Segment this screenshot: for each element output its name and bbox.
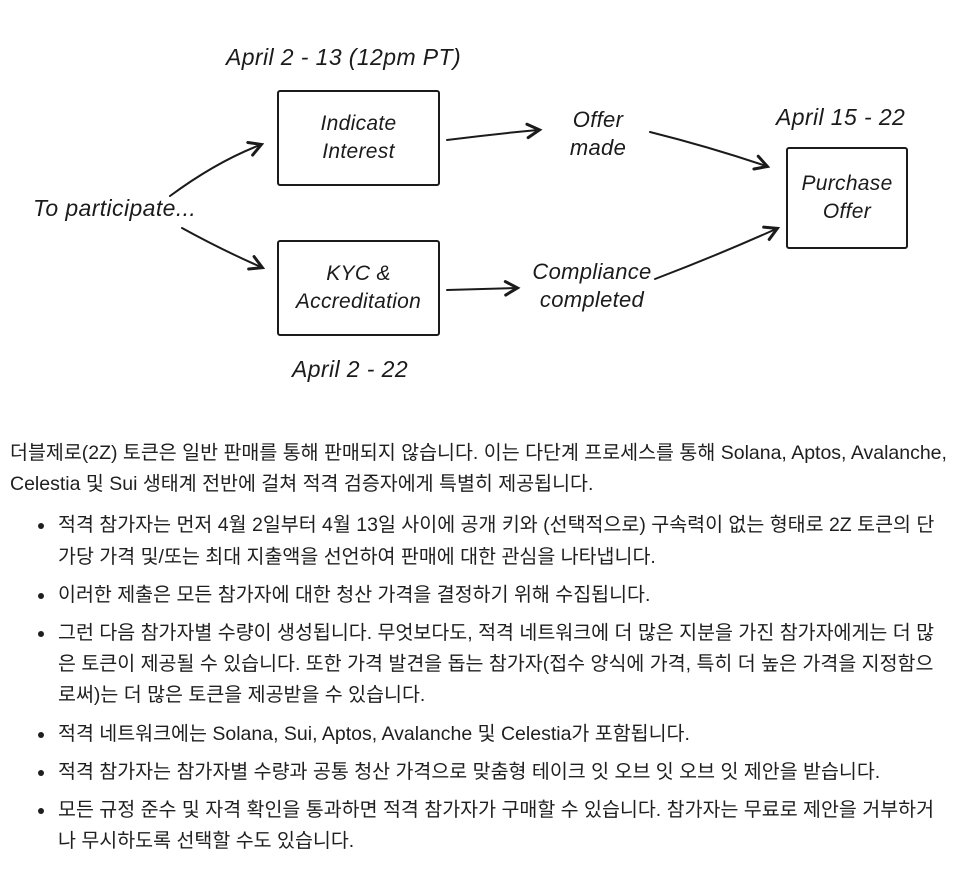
offer-made-line1: Offer	[572, 107, 624, 132]
bullet-item: 모든 규정 준수 및 자격 확인을 통과하면 적격 참가자가 구매할 수 있습니…	[56, 795, 948, 857]
bullet-list: 적격 참가자는 먼저 4월 2일부터 4월 13일 사이에 공개 키와 (선택적…	[10, 510, 948, 857]
label-to-participate: To participate...	[33, 195, 197, 221]
kyc-label-line2: Accreditation	[295, 290, 422, 313]
kyc-label-line1: KYC &	[326, 261, 391, 285]
purchase-offer-box: Purchase Offer	[786, 147, 908, 249]
purchase-offer-label-line2: Offer	[822, 200, 872, 223]
indicate-interest-label-line1: Indicate	[320, 111, 397, 135]
flow-diagram: April 2 - 13 (12pm PT) To participate...…	[0, 0, 962, 412]
flow-arrows	[169, 0, 962, 412]
label-kyc-window: April 2 - 22	[292, 356, 409, 382]
compliance-line1: Compliance	[532, 259, 652, 284]
indicate-interest-label-line2: Interest	[322, 140, 395, 163]
label-purchase-window: April 15 - 22	[776, 104, 906, 130]
bullet-item: 적격 참가자는 참가자별 수량과 공통 청산 가격으로 맞춤형 테이크 잇 오브…	[56, 757, 948, 788]
label-indicate-window: April 2 - 13 (12pm PT)	[226, 44, 462, 70]
compliance-line2: completed	[539, 286, 645, 312]
offer-made-text: Offer made	[548, 106, 648, 161]
indicate-interest-box: Indicate Interest	[277, 90, 440, 186]
offer-made-line2: made	[569, 134, 627, 160]
bullet-item: 적격 네트워크에는 Solana, Sui, Aptos, Avalanche …	[56, 719, 948, 750]
purchase-offer-label-line1: Purchase	[801, 171, 893, 195]
bullet-item: 적격 참가자는 먼저 4월 2일부터 4월 13일 사이에 공개 키와 (선택적…	[56, 510, 948, 572]
intro-paragraph: 더블제로(2Z) 토큰은 일반 판매를 통해 판매되지 않습니다. 이는 다단계…	[10, 442, 947, 496]
body-text: 더블제로(2Z) 토큰은 일반 판매를 통해 판매되지 않습니다. 이는 다단계…	[0, 412, 962, 857]
bullet-item: 그런 다음 참가자별 수량이 생성됩니다. 무엇보다도, 적격 네트워크에 더 …	[56, 618, 948, 712]
compliance-completed-text: Compliance completed	[522, 258, 662, 313]
bullet-item: 이러한 제출은 모든 참가자에 대한 청산 가격을 결정하기 위해 수집됩니다.	[56, 580, 948, 611]
kyc-accreditation-box: KYC & Accreditation	[277, 240, 440, 336]
